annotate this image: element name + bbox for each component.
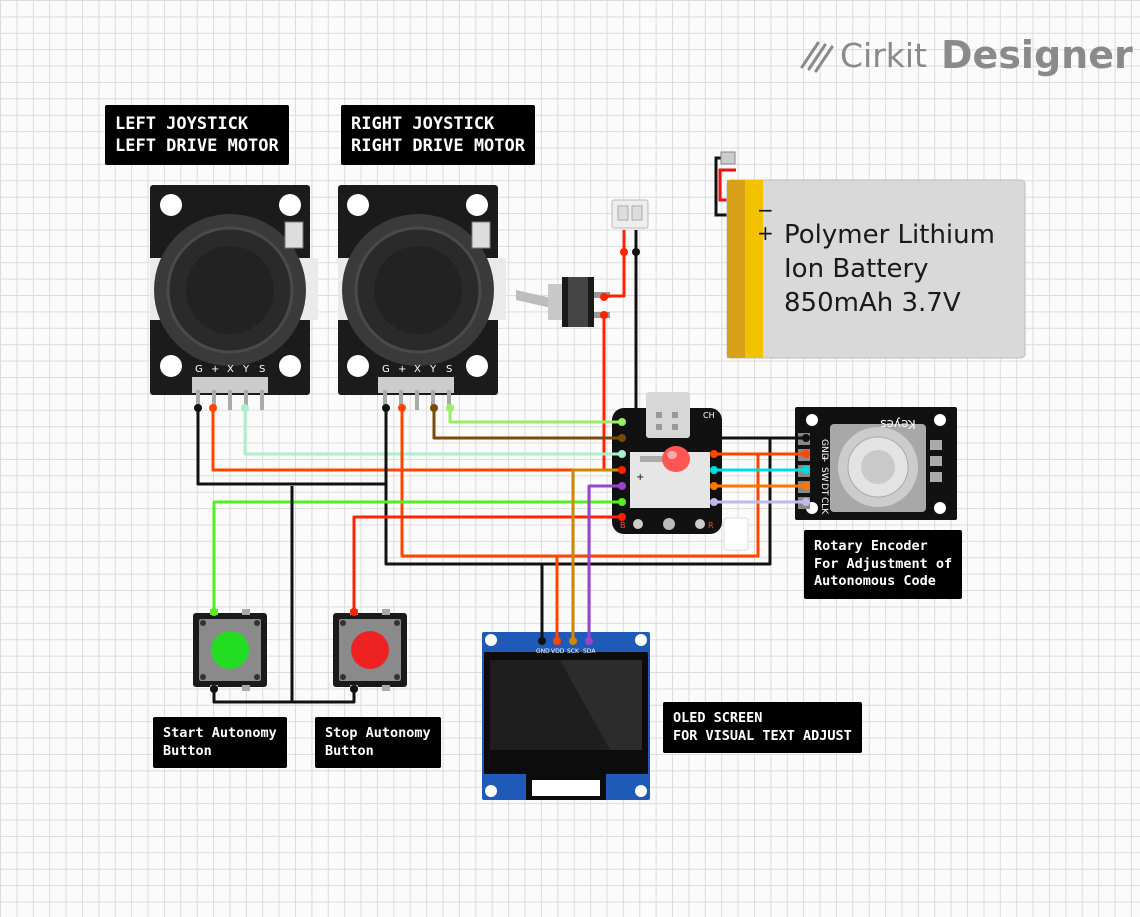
left-joystick-pin-g: G xyxy=(195,364,203,375)
encoder-pin-plus: + xyxy=(819,455,829,463)
wire-start-green xyxy=(212,500,622,612)
oled-pin-gnd: GND xyxy=(536,648,550,655)
stop-button-label: Stop Autonomy Button xyxy=(315,717,441,768)
encoder-pin-dt: DT xyxy=(819,483,829,496)
cirkit-logo-icon xyxy=(800,41,834,73)
oled-label: OLED SCREEN FOR VISUAL TEXT ADJUST xyxy=(663,702,862,753)
brand-name-bold: Designer xyxy=(941,33,1133,77)
left-joystick-pin-y: Y xyxy=(242,364,250,375)
right-joystick-pin-s: S xyxy=(446,364,452,375)
battery[interactable]: − + xyxy=(714,151,1026,359)
wire-right-s-lightgreen xyxy=(448,410,622,424)
wire-terminals xyxy=(194,248,810,693)
rotary-encoder[interactable]: Keyes GND + SW DT CLK xyxy=(795,407,957,520)
battery-lead-red xyxy=(718,168,736,202)
encoder-pin-clk: CLK xyxy=(819,497,829,515)
stop-push-button[interactable] xyxy=(333,609,407,691)
mcu-label-r: R xyxy=(708,521,714,530)
right-joystick-pin-x: X xyxy=(414,364,421,375)
left-joystick-pin-plus: + xyxy=(211,364,219,375)
wires xyxy=(196,230,806,704)
battery-plus-sign: + xyxy=(757,221,774,245)
wire-jst-red xyxy=(604,230,626,298)
left-joystick[interactable]: G + X Y S xyxy=(150,185,318,410)
mcu-label-ch: CH xyxy=(703,411,715,420)
oled-pin-vdd: VDD xyxy=(551,648,565,655)
oled-display[interactable]: GND VDD SCK SDA xyxy=(482,632,650,800)
encoder-label: Rotary Encoder For Adjustment of Autonom… xyxy=(804,530,963,599)
right-joystick-label: RIGHT JOYSTICK RIGHT DRIVE MOTOR xyxy=(341,105,535,165)
left-joystick-pin-s: S xyxy=(259,364,265,375)
oled-pin-sck: SCK xyxy=(567,648,580,655)
wire-left-g-black xyxy=(196,410,388,486)
wire-oled-sda xyxy=(587,484,622,644)
brand-logo: Cirkit Designer xyxy=(798,30,1133,80)
mcu-board[interactable]: CH B R + xyxy=(612,392,749,551)
wire-buttons-gnd xyxy=(212,688,356,704)
left-joystick-label: LEFT JOYSTICK LEFT DRIVE MOTOR xyxy=(105,105,289,165)
encoder-brand: Keyes xyxy=(880,417,915,431)
wire-right-y-brown xyxy=(432,410,622,440)
mcu-label-b: B xyxy=(620,521,626,530)
brand-name-light: Cirkit xyxy=(840,35,927,75)
oled-pin-sda: SDA xyxy=(583,648,596,655)
left-joystick-pin-x: X xyxy=(227,364,234,375)
wire-jst-black xyxy=(622,230,638,440)
wire-stop-red xyxy=(352,515,622,612)
wire-oled-sck xyxy=(571,468,622,644)
right-joystick-pin-plus: + xyxy=(398,364,406,375)
mcu-label-plus: + xyxy=(636,472,644,483)
right-joystick-pin-y: Y xyxy=(429,364,437,375)
red-led[interactable] xyxy=(640,446,690,472)
jst-connector[interactable] xyxy=(611,199,649,229)
encoder-pin-sw: SW xyxy=(819,467,829,482)
wire-left-plus-orange xyxy=(211,410,604,472)
right-joystick-pin-g: G xyxy=(382,364,390,375)
wire-left-y-mint xyxy=(243,410,622,456)
encoder-pin-gnd: GND xyxy=(819,439,829,460)
battery-label: Polymer Lithium Ion Battery 850mAh 3.7V xyxy=(784,220,995,318)
start-button-label: Start Autonomy Button xyxy=(153,717,287,768)
start-push-button[interactable] xyxy=(193,609,267,691)
right-joystick[interactable]: G + X Y S xyxy=(338,185,506,410)
battery-minus-sign: − xyxy=(757,198,774,222)
toggle-switch[interactable] xyxy=(516,277,610,327)
